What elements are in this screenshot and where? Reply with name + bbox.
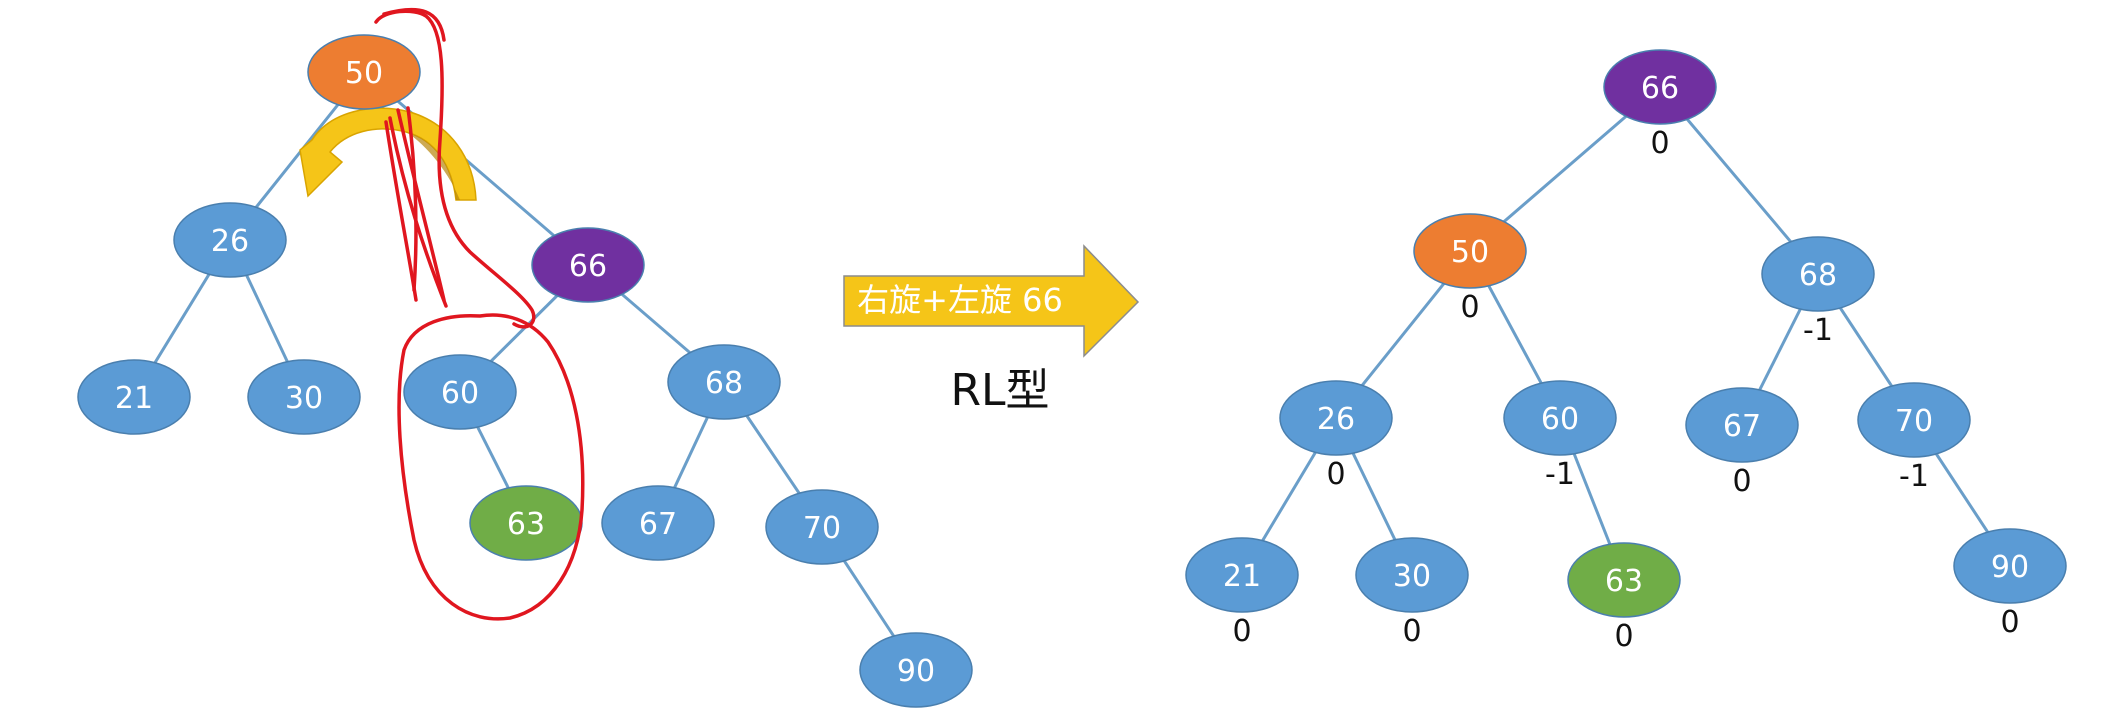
after-node-label: 67 — [1723, 409, 1761, 444]
before-node-90: 90 — [859, 632, 973, 708]
after-node-label: 70 — [1895, 404, 1933, 439]
after-node-label: 50 — [1451, 235, 1489, 270]
before-node-label: 21 — [115, 381, 153, 416]
after-balance-factor: 0 — [1614, 619, 1633, 654]
after-tree-edges — [1240, 85, 2012, 581]
after-balance-factor: 0 — [1650, 126, 1669, 161]
after-tree-nodes: 66 0 50 0 68 -1 26 0 60 -1 67 0 70 -1 21 0 30 0 63 0 90 0 — [1185, 49, 2067, 654]
before-node-shape — [765, 489, 879, 565]
before-node-label: 67 — [639, 507, 677, 542]
before-node-shape — [247, 359, 361, 435]
after-node-label: 68 — [1799, 258, 1837, 293]
after-node-shape — [1761, 236, 1875, 312]
after-node-63: 63 0 — [1567, 542, 1681, 654]
before-node-21: 21 — [77, 359, 191, 435]
after-node-label: 26 — [1317, 402, 1355, 437]
after-node-shape — [1953, 528, 2067, 604]
before-node-shape — [173, 202, 287, 278]
before-node-shape — [601, 485, 715, 561]
before-node-shape — [531, 227, 645, 303]
after-node-shape — [1503, 380, 1617, 456]
after-balance-factor: 0 — [1732, 464, 1751, 499]
red-ink-annotation — [374, 7, 585, 621]
after-balance-factor: -1 — [1803, 313, 1833, 348]
before-node-label: 68 — [705, 366, 743, 401]
after-node-label: 90 — [1991, 550, 2029, 585]
before-node-shape — [307, 34, 421, 110]
before-node-shape — [667, 344, 781, 420]
before-node-50: 50 — [307, 34, 421, 110]
before-tree-nodes: 50 26 66 21 30 60 68 63 67 70 90 — [77, 34, 973, 708]
after-node-label: 60 — [1541, 402, 1579, 437]
after-node-shape — [1567, 542, 1681, 618]
after-balance-factor: -1 — [1545, 457, 1575, 492]
before-node-shape — [403, 354, 517, 430]
after-balance-factor: 0 — [1326, 457, 1345, 492]
after-node-70: 70 -1 — [1857, 382, 1971, 494]
before-node-60: 60 — [403, 354, 517, 430]
rotation-arrow-label: 右旋+左旋 66 — [857, 281, 1063, 319]
after-node-shape — [1413, 213, 1527, 289]
before-node-68: 68 — [667, 344, 781, 420]
after-node-68: 68 -1 — [1761, 236, 1875, 348]
before-node-shape — [77, 359, 191, 435]
before-node-label: 63 — [507, 507, 545, 542]
after-balance-factor: 0 — [1460, 290, 1479, 325]
rotation-type-label: RL型 — [950, 365, 1049, 416]
after-node-label: 66 — [1641, 71, 1679, 106]
after-node-66: 66 0 — [1603, 49, 1717, 161]
before-node-label: 60 — [441, 376, 479, 411]
after-balance-factor: 0 — [1232, 614, 1251, 649]
before-node-label: 30 — [285, 381, 323, 416]
after-node-60: 60 -1 — [1503, 380, 1617, 492]
before-node-label: 26 — [211, 224, 249, 259]
before-node-label: 50 — [345, 56, 383, 91]
before-node-label: 70 — [803, 511, 841, 546]
after-node-label: 21 — [1223, 559, 1261, 594]
after-node-30: 30 0 — [1355, 537, 1469, 649]
before-node-66: 66 — [531, 227, 645, 303]
after-node-90: 90 0 — [1953, 528, 2067, 640]
rotation-curve-icon — [299, 107, 477, 201]
before-node-label: 66 — [569, 249, 607, 284]
before-node-63: 63 — [469, 485, 583, 561]
after-balance-factor: -1 — [1899, 459, 1929, 494]
before-tree-edges — [132, 70, 918, 671]
after-node-50: 50 0 — [1413, 213, 1527, 325]
before-node-67: 67 — [601, 485, 715, 561]
after-node-26: 26 0 — [1279, 380, 1393, 492]
before-node-shape — [859, 632, 973, 708]
after-node-label: 63 — [1605, 564, 1643, 599]
before-edge-b50-b66 — [363, 70, 589, 267]
before-node-26: 26 — [173, 202, 287, 278]
after-node-shape — [1685, 387, 1799, 463]
after-node-shape — [1603, 49, 1717, 125]
after-node-shape — [1185, 537, 1299, 613]
rotation-arrow: 右旋+左旋 66 — [843, 244, 1140, 358]
before-node-70: 70 — [765, 489, 879, 565]
before-node-30: 30 — [247, 359, 361, 435]
after-node-21: 21 0 — [1185, 537, 1299, 649]
after-balance-factor: 0 — [1402, 614, 1421, 649]
before-node-label: 90 — [897, 654, 935, 689]
after-node-67: 67 0 — [1685, 387, 1799, 499]
after-node-shape — [1857, 382, 1971, 458]
after-node-shape — [1279, 380, 1393, 456]
after-node-shape — [1355, 537, 1469, 613]
after-balance-factor: 0 — [2000, 605, 2019, 640]
after-node-label: 30 — [1393, 559, 1431, 594]
